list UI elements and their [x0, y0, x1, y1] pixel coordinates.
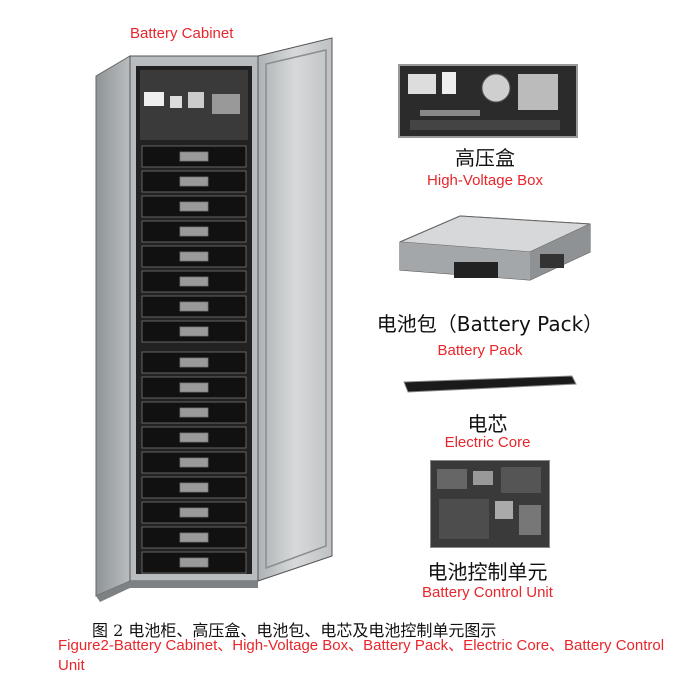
pack-handle: [179, 407, 209, 418]
pack-handle: [179, 457, 209, 468]
battery-pack-label-cn: 电池包（Battery Pack）: [376, 312, 604, 336]
battery-pack-label-en: Battery Pack: [437, 342, 523, 359]
hv-box-image: [398, 64, 578, 138]
pack-handle: [179, 432, 209, 443]
electric-core-image: [403, 375, 577, 393]
pack-handle: [179, 382, 209, 393]
pack-handle: [179, 357, 209, 368]
electric-core-label-cn: 电芯: [467, 412, 508, 436]
hv-box-drawing: [408, 72, 560, 130]
pack-handle: [179, 176, 209, 187]
electric-core-label-en: Electric Core: [444, 434, 531, 451]
pack-handle: [179, 226, 209, 237]
pack-handle: [179, 557, 209, 568]
pack-handle: [179, 301, 209, 312]
pack-handle: [179, 326, 209, 337]
cabinet-label-en: Battery Cabinet: [130, 25, 234, 42]
figure-caption-en: Figure2-Battery Cabinet、High-Voltage Box…: [58, 637, 665, 674]
hv-box-label-en: High-Voltage Box: [427, 172, 543, 189]
pack-handle: [179, 532, 209, 543]
bcu-image: [430, 460, 550, 548]
hv-box-label-cn: 高压盒: [455, 146, 515, 170]
battery-pack-image: [399, 215, 591, 281]
figure-caption-cn: 图 2 电池柜、高压盒、电池包、电芯及电池控制单元图示: [92, 621, 497, 640]
pack-handle: [179, 482, 209, 493]
pack-handle: [179, 276, 209, 287]
pack-handle: [179, 151, 209, 162]
pack-handle: [179, 201, 209, 212]
bcu-label-en: Battery Control Unit: [422, 584, 553, 601]
pack-handle: [179, 251, 209, 262]
battery-cabinet-image: [95, 37, 333, 602]
bcu-label-cn: 电池控制单元: [427, 560, 548, 584]
bcu-drawing: [437, 467, 541, 539]
pack-handle: [179, 507, 209, 518]
